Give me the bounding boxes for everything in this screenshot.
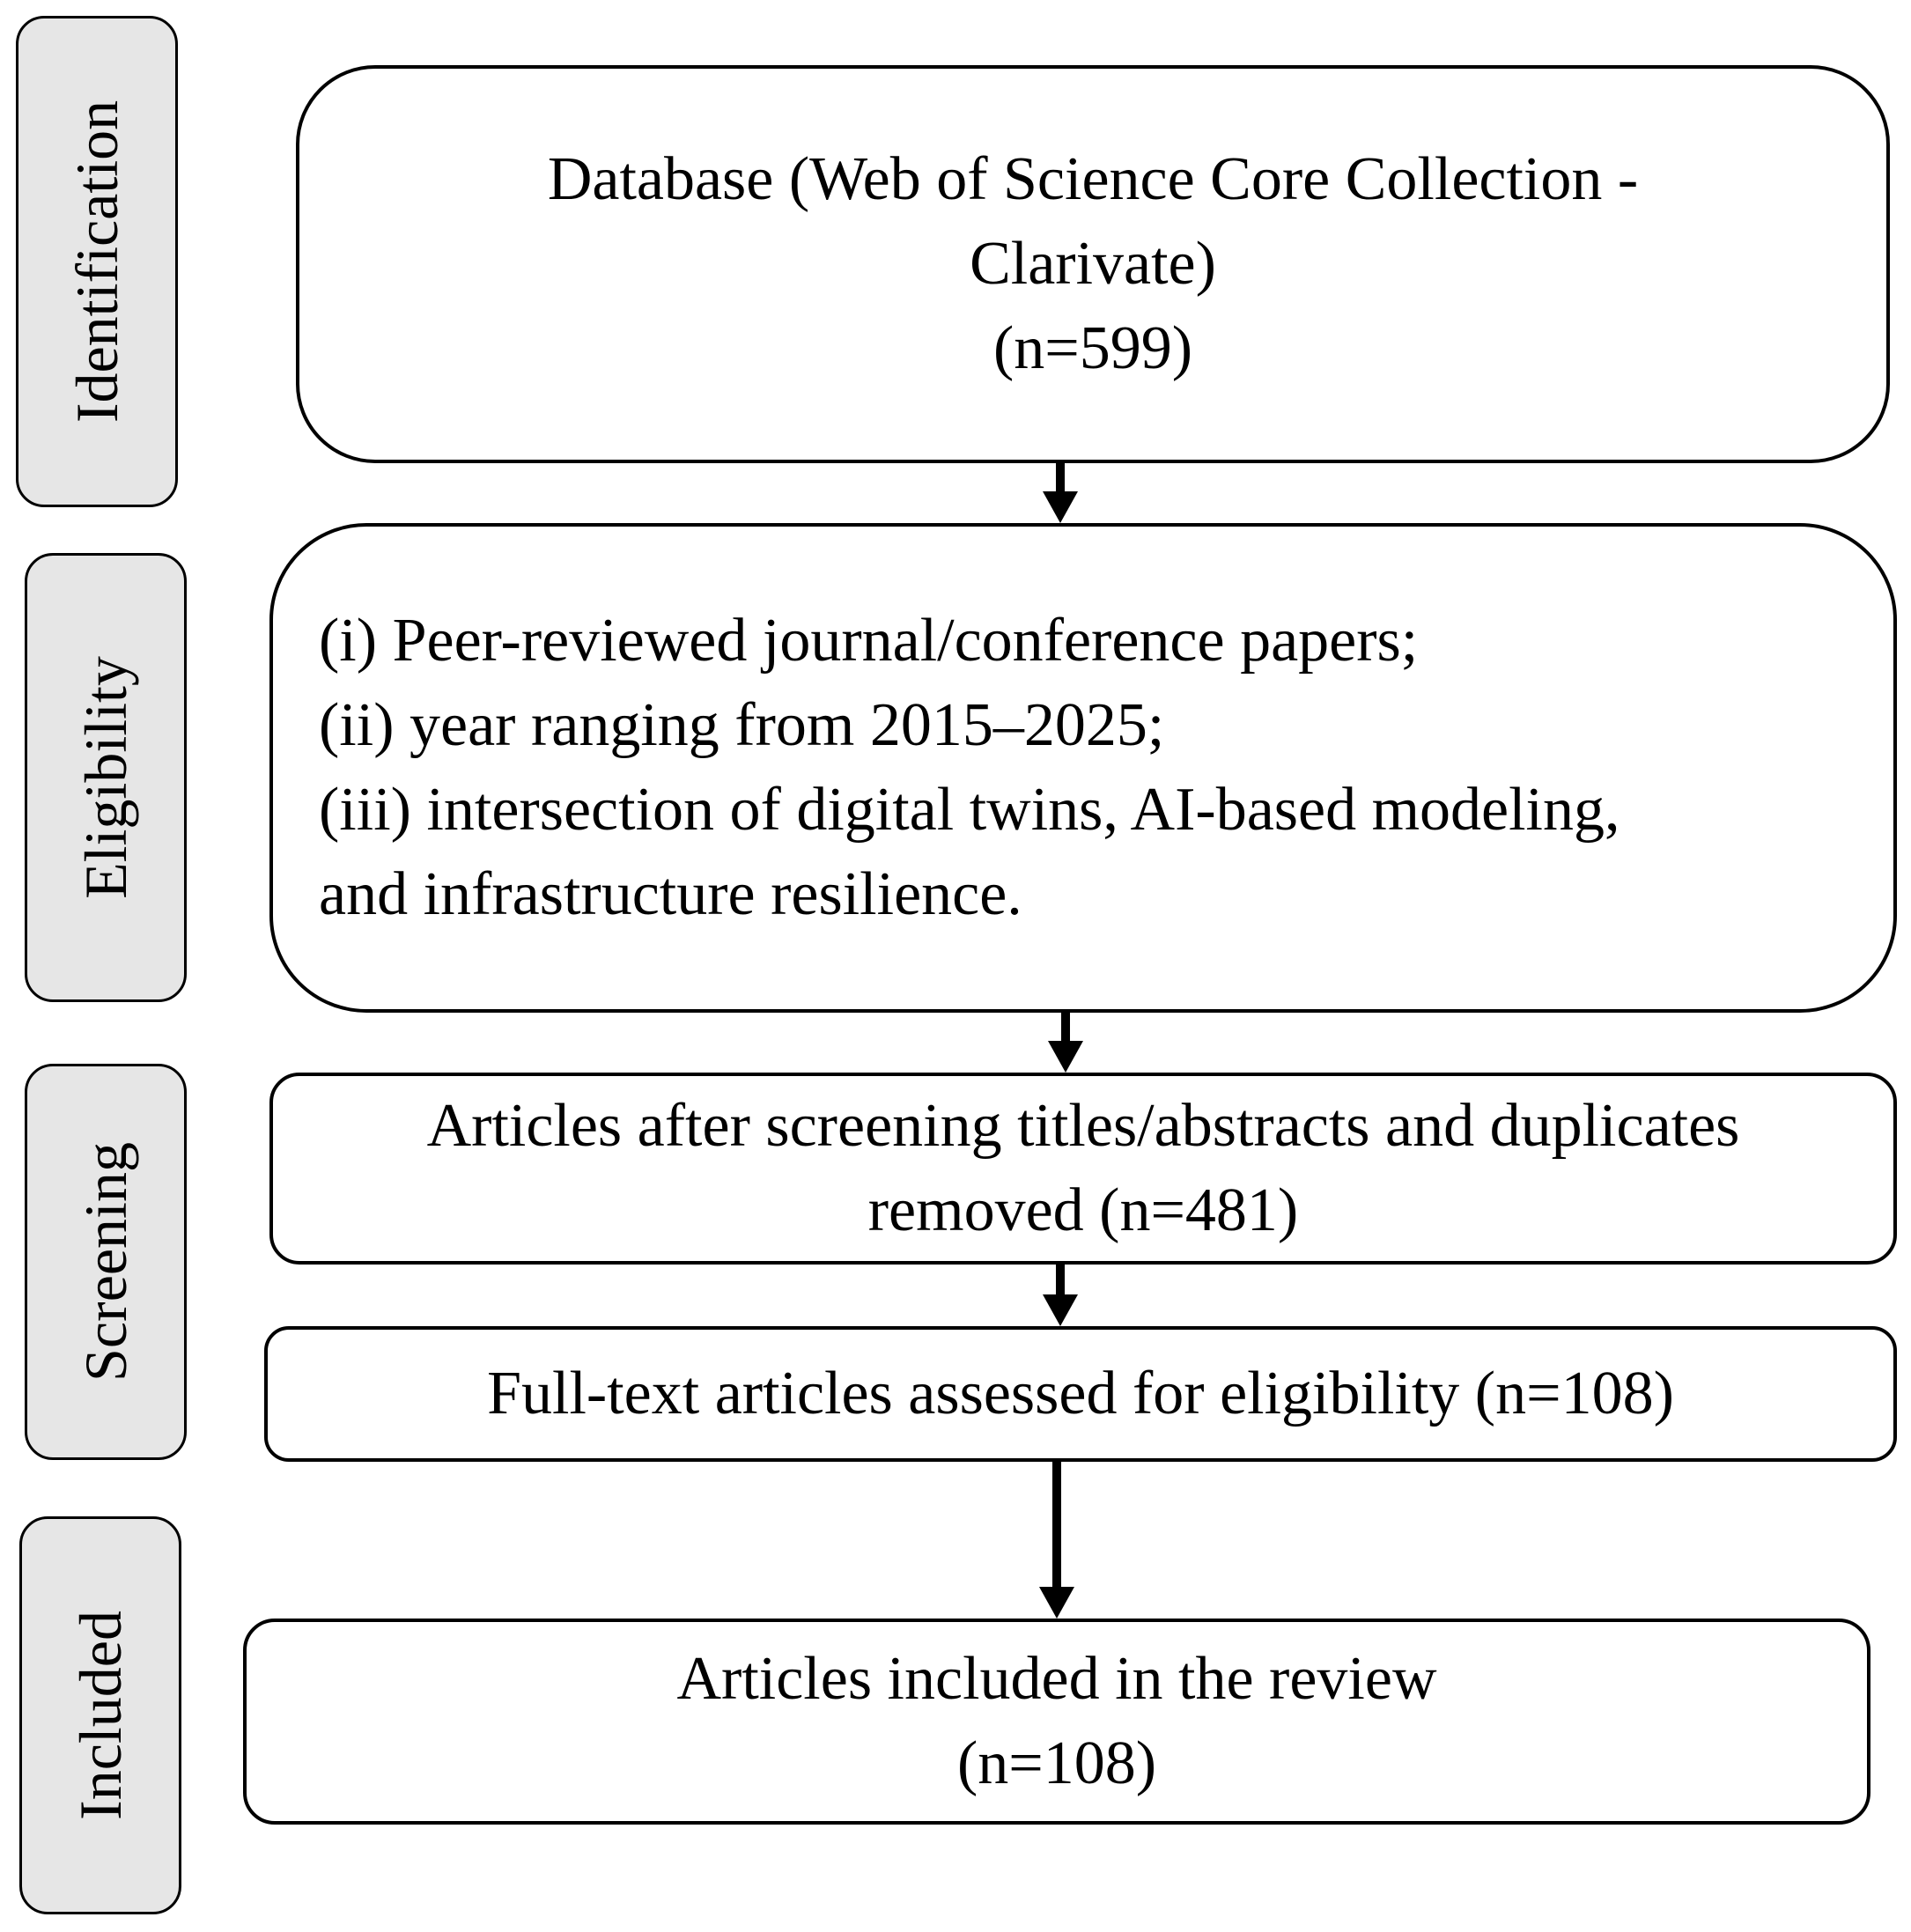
stage-included: Included	[19, 1516, 181, 1914]
stage-included-label: Included	[67, 1611, 134, 1820]
included-articles-box: Articles included in the review (n=108)	[243, 1619, 1870, 1825]
database-line-2: Clarivate)	[970, 230, 1216, 298]
database-line-3: (n=599)	[992, 314, 1193, 382]
criteria-line-4: and infrastructure resilience.	[319, 860, 1022, 928]
included-line-2: (n=108)	[956, 1729, 1157, 1797]
database-line-1: Database (Web of Science Core Collection…	[547, 145, 1639, 213]
stage-identification-label: Identification	[63, 100, 130, 424]
criteria-line-2: (ii) year ranging from 2015–2025;	[319, 691, 1165, 759]
arrow-head	[1043, 1294, 1078, 1326]
fulltext-line-1: Full-text articles assessed for eligibil…	[487, 1360, 1674, 1427]
arrow-screened-to-fulltext	[1043, 1265, 1078, 1326]
eligibility-criteria-box: (i) Peer-reviewed journal/conference pap…	[269, 523, 1897, 1013]
stage-screening: Screening	[25, 1064, 187, 1460]
criteria-line-1: (i) Peer-reviewed journal/conference pap…	[319, 607, 1419, 675]
arrow-fulltext-to-included	[1039, 1462, 1074, 1619]
stage-eligibility-label: Eligibility	[72, 656, 139, 899]
arrow-head	[1048, 1041, 1083, 1073]
arrow-shaft	[1052, 1462, 1061, 1589]
screened-articles-box: Articles after screening titles/abstract…	[269, 1073, 1897, 1265]
arrow-criteria-to-screened	[1048, 1013, 1083, 1073]
arrow-head	[1039, 1587, 1074, 1619]
stage-eligibility: Eligibility	[25, 553, 187, 1002]
arrow-database-to-criteria	[1043, 463, 1078, 523]
arrow-head	[1043, 491, 1078, 523]
screened-line-2: removed (n=481)	[867, 1176, 1299, 1244]
included-line-1: Articles included in the review	[676, 1645, 1437, 1713]
stage-identification: Identification	[16, 16, 178, 507]
arrow-shaft	[1056, 1265, 1065, 1296]
criteria-line-3: (iii) intersection of digital twins, AI-…	[319, 776, 1620, 844]
arrow-shaft	[1061, 1013, 1070, 1043]
database-box: Database (Web of Science Core Collection…	[296, 65, 1890, 463]
arrow-shaft	[1056, 463, 1065, 493]
fulltext-articles-box: Full-text articles assessed for eligibil…	[264, 1326, 1897, 1462]
screened-line-1: Articles after screening titles/abstract…	[426, 1092, 1740, 1160]
stage-screening-label: Screening	[72, 1142, 139, 1382]
